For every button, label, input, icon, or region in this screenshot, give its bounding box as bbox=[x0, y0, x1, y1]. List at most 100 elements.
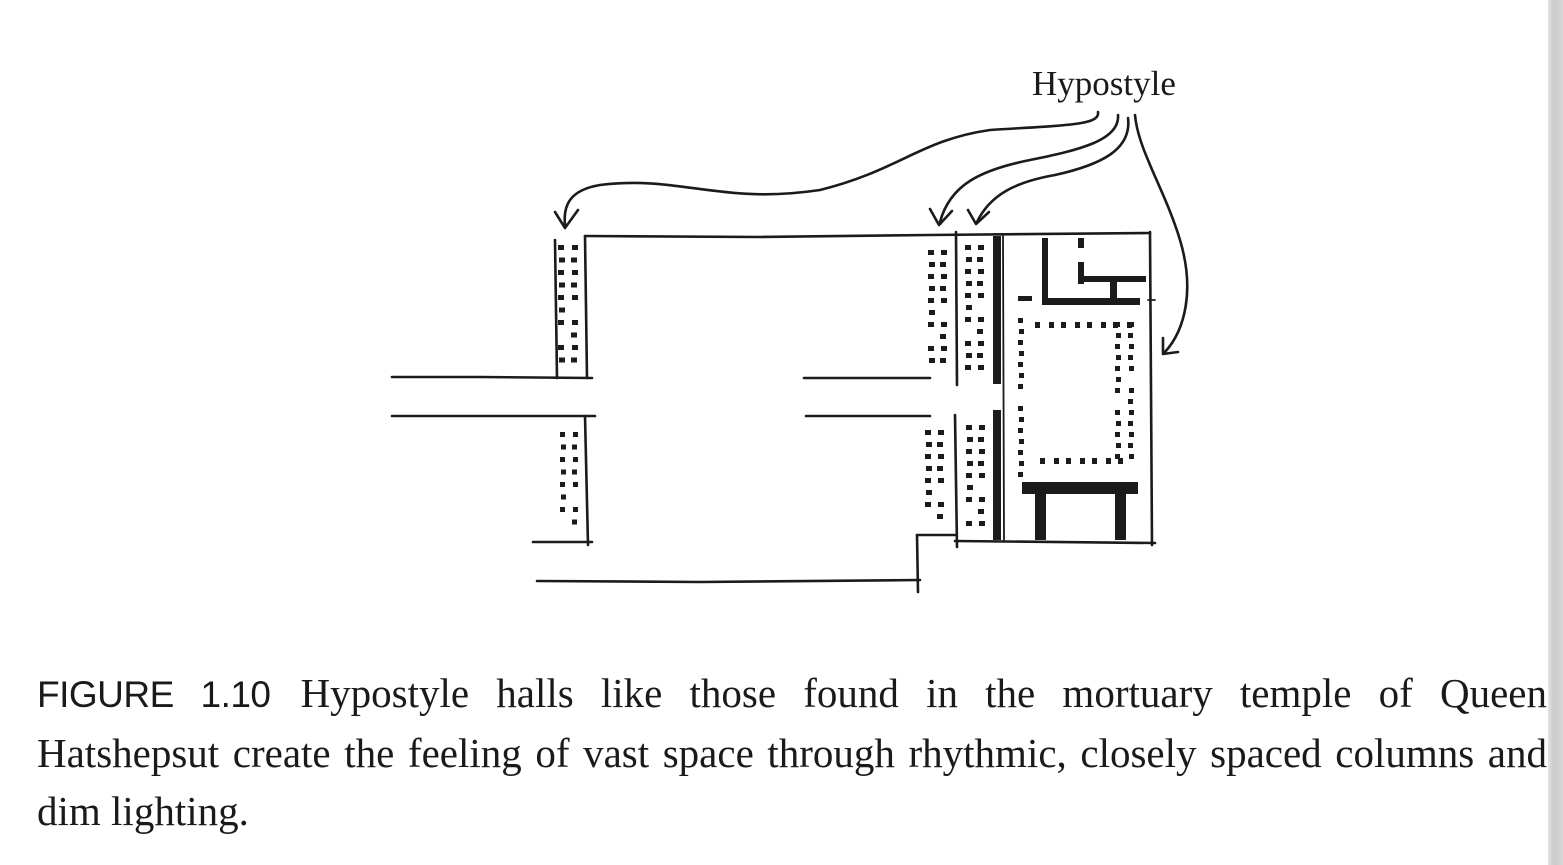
column-dot bbox=[925, 502, 931, 507]
column-dot bbox=[558, 270, 564, 275]
column-dot bbox=[560, 507, 565, 512]
page-edge-shadow bbox=[1548, 0, 1563, 865]
column-dot bbox=[1061, 322, 1066, 328]
column-dot bbox=[1018, 450, 1023, 455]
column-dot bbox=[572, 295, 578, 300]
column-dot bbox=[978, 341, 984, 346]
column-dot bbox=[573, 507, 578, 512]
column-dot bbox=[571, 257, 577, 263]
column-dot bbox=[572, 519, 577, 525]
column-dot bbox=[965, 269, 971, 274]
column-dot bbox=[1106, 458, 1111, 464]
column-dot bbox=[561, 494, 566, 500]
column-dot bbox=[1128, 333, 1133, 338]
column-dot bbox=[1019, 461, 1024, 466]
column-dot bbox=[572, 444, 577, 450]
column-dot bbox=[978, 461, 984, 466]
column-dot bbox=[938, 430, 944, 435]
column-dot bbox=[965, 245, 971, 250]
column-dot bbox=[1049, 322, 1054, 328]
column-dot bbox=[929, 358, 935, 363]
column-dot bbox=[928, 274, 934, 279]
figure-number: FIGURE 1.10 bbox=[37, 674, 271, 715]
column-dot bbox=[1075, 322, 1080, 328]
column-dot bbox=[926, 442, 932, 447]
column-dot bbox=[1087, 322, 1092, 328]
plan-outline bbox=[390, 230, 1157, 594]
column-dot bbox=[937, 466, 943, 471]
column-dot bbox=[558, 245, 564, 250]
column-dot bbox=[1118, 458, 1123, 464]
column-dot bbox=[928, 298, 934, 303]
column-dot bbox=[926, 490, 932, 495]
column-dot bbox=[571, 282, 577, 288]
column-dot bbox=[937, 514, 943, 519]
column-dot bbox=[928, 322, 934, 327]
column-dot bbox=[573, 432, 578, 437]
column-dot bbox=[977, 353, 983, 358]
column-dot bbox=[1116, 355, 1121, 360]
column-dot bbox=[928, 346, 934, 351]
column-dot bbox=[1115, 432, 1120, 437]
column-dot bbox=[929, 262, 935, 267]
column-dot bbox=[965, 317, 971, 322]
column-dot bbox=[979, 425, 985, 430]
column-dot bbox=[1129, 410, 1134, 415]
column-dot bbox=[1127, 322, 1132, 328]
column-dot bbox=[978, 293, 984, 298]
column-dot bbox=[967, 461, 973, 466]
temple-plan-drawing bbox=[390, 110, 1189, 594]
column-dot bbox=[558, 345, 564, 350]
column-dot bbox=[573, 482, 578, 487]
column-dot bbox=[925, 478, 931, 483]
column-dot bbox=[978, 269, 984, 274]
column-dot bbox=[979, 521, 985, 526]
column-dot bbox=[1040, 458, 1045, 464]
column-dot bbox=[561, 469, 566, 475]
column-dot bbox=[559, 357, 565, 363]
column-dot bbox=[1116, 333, 1121, 338]
column-dot bbox=[977, 329, 983, 334]
hypostyle-callout-label: Hypostyle bbox=[1032, 64, 1176, 103]
column-dot bbox=[1018, 384, 1023, 389]
caption-text: Hypostyle halls like those found in the … bbox=[37, 670, 1547, 834]
column-dot bbox=[572, 345, 578, 350]
column-dot bbox=[1128, 399, 1133, 404]
column-dot bbox=[1054, 458, 1059, 464]
column-dot bbox=[941, 274, 947, 279]
column-dot bbox=[1129, 432, 1134, 437]
column-dot bbox=[1092, 458, 1097, 464]
column-dot bbox=[978, 317, 984, 322]
callout-arrows bbox=[553, 110, 1189, 356]
column-dot bbox=[1018, 340, 1023, 345]
column-dot bbox=[1018, 406, 1023, 411]
column-dot bbox=[1018, 318, 1023, 323]
column-dot bbox=[1019, 439, 1024, 444]
column-dot bbox=[559, 257, 565, 263]
column-dot bbox=[1115, 366, 1120, 371]
temple-plan-sketch bbox=[390, 110, 1189, 594]
column-dot bbox=[1019, 373, 1024, 378]
column-dot bbox=[940, 358, 946, 363]
column-dot bbox=[558, 295, 564, 300]
column-dot bbox=[966, 425, 972, 430]
column-dot bbox=[1116, 377, 1121, 382]
column-dot bbox=[966, 305, 972, 310]
column-dot bbox=[1116, 443, 1121, 448]
column-dot bbox=[966, 281, 972, 286]
column-dot bbox=[1129, 366, 1134, 371]
column-dot bbox=[1018, 428, 1023, 433]
column-dot bbox=[965, 365, 971, 370]
column-dot bbox=[1035, 322, 1040, 328]
column-dot bbox=[572, 320, 578, 325]
heavy-walls bbox=[993, 236, 1146, 540]
column-dot bbox=[978, 365, 984, 370]
column-dot bbox=[560, 482, 565, 487]
column-dot bbox=[559, 282, 565, 288]
column-dot bbox=[966, 353, 972, 358]
column-dot bbox=[965, 293, 971, 298]
column-dot bbox=[966, 497, 972, 502]
column-dot bbox=[938, 502, 944, 507]
column-dot bbox=[925, 454, 931, 459]
